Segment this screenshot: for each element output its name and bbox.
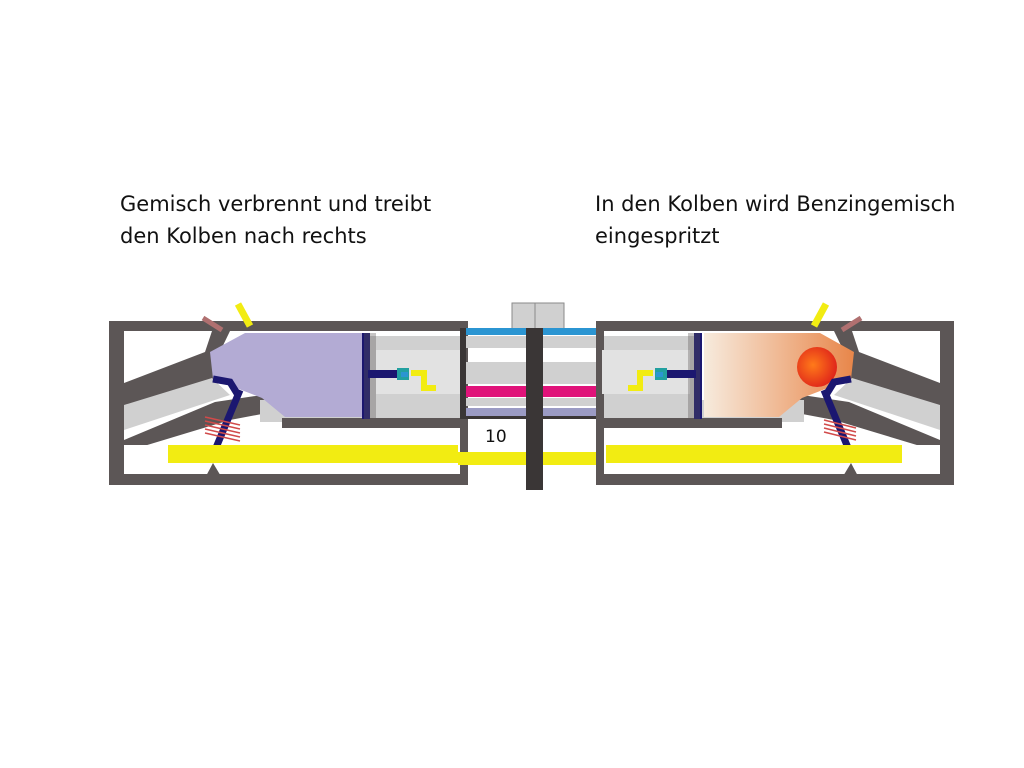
right-shelf <box>604 418 782 428</box>
left-lower-wall <box>124 395 283 452</box>
left-cylinder <box>109 302 468 485</box>
right-bottom-notch <box>842 463 859 478</box>
center-fuel-line-right <box>543 452 598 465</box>
left-spark-plug-icon <box>201 315 224 333</box>
right-piston-plate <box>694 333 702 419</box>
flame-icon <box>797 347 837 387</box>
right-angled-wall <box>834 331 940 410</box>
right-spring-icon <box>823 419 857 441</box>
left-angled-wall <box>124 331 230 410</box>
left-channel-upper <box>124 378 230 430</box>
right-linkage-rod <box>820 388 855 457</box>
right-fuel-line <box>606 445 902 463</box>
left-fuel-hook <box>411 370 436 391</box>
right-linkage-top <box>823 375 852 397</box>
caption-left-line2: den Kolben nach rechts <box>120 224 367 248</box>
left-spring-icon <box>204 416 241 442</box>
center-section: 10 <box>458 302 603 490</box>
caption-right-line1: In den Kolben wird Benzingemisch <box>595 192 956 216</box>
left-piston-plate <box>362 333 370 419</box>
left-fuel-inlet <box>234 302 254 328</box>
right-bottom-line <box>604 474 940 476</box>
center-label: 10 <box>485 427 507 447</box>
right-channel-upper <box>834 378 940 430</box>
left-nozzle-inner <box>401 372 408 377</box>
right-lower-wall <box>781 395 940 452</box>
center-frame-left <box>460 328 466 418</box>
left-shelf <box>282 418 460 428</box>
caption-right-line2: eingespritzt <box>595 224 720 248</box>
right-fuel-hook <box>628 370 653 391</box>
left-fuel-line <box>168 445 458 463</box>
left-bottom-line <box>124 474 460 476</box>
right-piston-rod <box>664 370 696 378</box>
right-nozzle-inner <box>656 372 663 377</box>
right-cylinder <box>596 302 954 485</box>
right-fuel-inlet <box>810 302 830 328</box>
left-combustion-chamber <box>210 333 362 417</box>
right-spark-plug-icon <box>840 315 863 333</box>
central-shaft <box>526 328 543 490</box>
left-bottom-notch <box>205 463 222 478</box>
center-fuel-line-left <box>458 452 526 465</box>
left-linkage-top <box>212 375 241 397</box>
left-piston-rod <box>368 370 400 378</box>
caption-left-line1: Gemisch verbrennt und treibt <box>120 192 432 216</box>
caption-right: In den Kolben wird Benzingemisch eingesp… <box>595 188 955 252</box>
caption-left: Gemisch verbrennt und treibt den Kolben … <box>120 188 431 252</box>
